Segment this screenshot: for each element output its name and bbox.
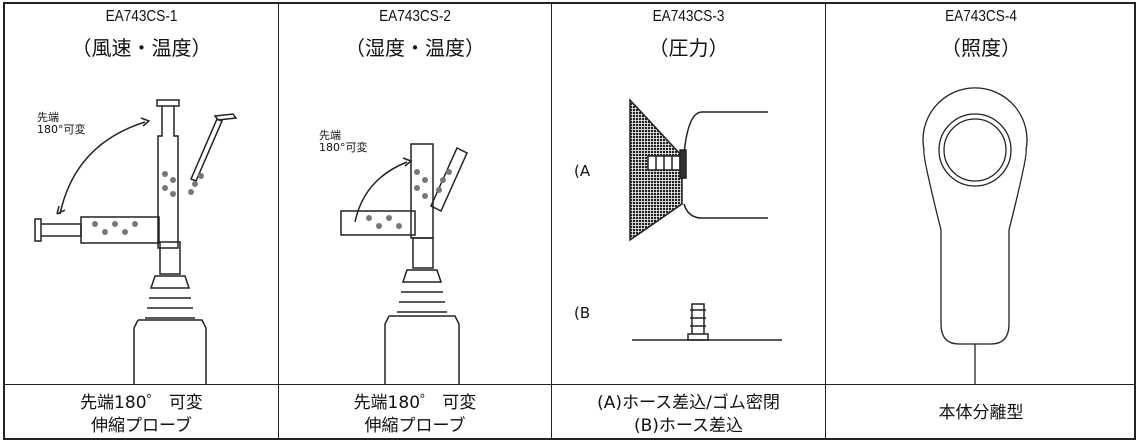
label-a: (A: [574, 162, 591, 180]
caption-line: (A)ホース差込/ゴム密閉: [597, 393, 780, 413]
sensor-type: （圧力）: [648, 36, 729, 60]
feature-caption: 先端180゜ 可変 伸縮プローブ: [5, 392, 278, 438]
feature-caption: 先端180゜ 可変 伸縮プローブ: [279, 392, 551, 438]
humidity-probe-drawing: [340, 143, 468, 384]
model-name: EA743CS-2: [379, 8, 451, 25]
caption-line: 先端180゜ 可変: [353, 393, 477, 413]
rotation-note: 先端 180°可変: [37, 112, 86, 136]
caption-line: (B)ホース差込: [633, 416, 744, 436]
column-ea743cs-1: EA743CS-1 （風速・温度） 先端 180°可変 先端180゜ 可変 伸縮…: [5, 4, 279, 438]
model-name: EA743CS-3: [652, 8, 725, 25]
light-sensor-drawing: [922, 87, 1028, 384]
row-divider: [5, 384, 1134, 385]
product-table: EA743CS-1 （風速・温度） 先端 180°可変 先端180゜ 可変 伸縮…: [3, 2, 1136, 440]
caption-line: 先端180゜ 可変: [80, 393, 203, 413]
caption-line: 伸縮プローブ: [91, 416, 192, 436]
feature-caption: 本体分離型: [826, 402, 1136, 425]
rotation-note: 先端 180°可変: [319, 130, 368, 154]
caption-line: 本体分離型: [938, 403, 1024, 423]
model-name: EA743CS-1: [105, 8, 178, 25]
label-b: (B: [574, 304, 591, 322]
column-ea743cs-4: EA743CS-4 （照度） 本体分離型: [826, 4, 1136, 438]
feature-caption: (A)ホース差込/ゴム密閉 (B)ホース差込: [552, 392, 825, 438]
caption-line: 伸縮プローブ: [364, 416, 466, 436]
note-line: 先端: [319, 129, 341, 142]
column-ea743cs-2: EA743CS-2 （湿度・温度） 先端 180°可変 先端180゜ 可変 伸縮…: [279, 4, 552, 438]
sensor-type: （湿度・温度）: [345, 36, 485, 60]
note-line: 180°可変: [319, 141, 368, 154]
pressure-port-drawing: [629, 98, 782, 341]
model-name: EA743CS-4: [945, 8, 1017, 25]
note-line: 先端: [37, 111, 59, 124]
column-ea743cs-3: EA743CS-3 （圧力） (A (B (A)ホース差込/ゴム密閉 (B)ホー…: [552, 4, 826, 438]
sensor-type: （照度）: [941, 36, 1021, 60]
wind-probe-drawing: [34, 99, 238, 384]
note-line: 180°可変: [37, 123, 86, 136]
sensor-type: （風速・温度）: [71, 36, 212, 60]
